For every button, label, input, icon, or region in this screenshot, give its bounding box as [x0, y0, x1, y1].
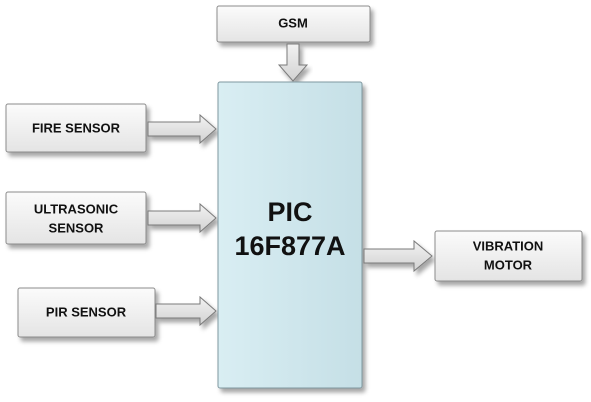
pic-microcontroller-block: PIC 16F877A [217, 81, 363, 389]
ultrasonic-sensor-block: ULTRASONIC SENSOR [5, 191, 147, 245]
arrow-ultrasonic-to-mcu [147, 202, 217, 234]
gsm-label: GSM [278, 15, 308, 30]
vibration-motor-block: VIBRATION MOTOR [434, 230, 583, 282]
mcu-label-line1: PIC [267, 197, 312, 227]
arrow-fire-to-mcu [147, 113, 217, 145]
mcu-label-line2: 16F877A [234, 231, 345, 261]
pir-sensor-block: PIR SENSOR [17, 287, 156, 338]
fire-sensor-label: FIRE SENSOR [32, 120, 121, 135]
pir-sensor-label: PIR SENSOR [46, 304, 127, 319]
arrow-pir-to-mcu [155, 295, 217, 327]
arrow-mcu-to-vibration-motor [363, 239, 433, 273]
vibration-motor-label-line2: MOTOR [484, 257, 533, 272]
arrow-gsm-to-mcu [277, 43, 309, 82]
ultrasonic-sensor-label-line1: ULTRASONIC [34, 201, 119, 216]
ultrasonic-sensor-label-line2: SENSOR [49, 220, 105, 235]
gsm-block: GSM [216, 5, 371, 43]
fire-sensor-block: FIRE SENSOR [5, 103, 147, 153]
vibration-motor-label-line1: VIBRATION [473, 238, 544, 253]
